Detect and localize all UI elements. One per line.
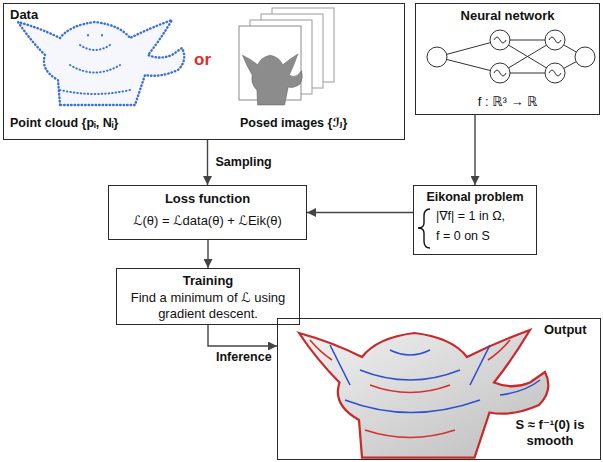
arrow-connector <box>307 212 413 213</box>
process-box: Loss functionℒ(θ) = ℒdata(θ) + ℒEik(θ) <box>108 185 307 240</box>
box-text: f : ℝ³ → ℝ <box>478 94 538 110</box>
process-box: Neural network f : ℝ³ → ℝ <box>415 3 600 115</box>
process-box: TrainingFind a minimum of ℒ using gradie… <box>116 268 300 325</box>
box-title: Output <box>544 322 587 338</box>
point-cloud <box>18 20 184 105</box>
box-title: Loss function <box>165 191 250 207</box>
box-text: ℒ(θ) = ℒdata(θ) + ℒEik(θ) <box>133 213 282 229</box>
network-icon <box>427 30 595 83</box>
box-text: |∇f| = 1 in Ω, <box>436 209 505 224</box>
box-title: Data <box>10 7 38 23</box>
box-title: Neural network <box>461 8 555 24</box>
box-text: or <box>194 50 211 70</box>
box-text: Point cloud {pᵢ, Nᵢ} <box>10 116 118 131</box>
arrow-connector <box>474 115 475 185</box>
box-text: Posed images {ℐⱼ} <box>240 116 347 131</box>
box-title: Training <box>183 273 234 289</box>
arrow-connector <box>207 240 208 268</box>
box-title: Eikonal problem <box>426 190 523 205</box>
brace <box>418 209 430 248</box>
box-text: f = 0 on S <box>436 229 490 244</box>
box-text: S ≈ f⁻¹(0) is smooth <box>504 417 596 448</box>
edge-label: Sampling <box>214 155 274 170</box>
process-box: Eikonal problem |∇f| = 1 in Ω, f = 0 on S <box>413 185 537 255</box>
box-text: Find a minimum of ℒ using gradient desce… <box>124 290 292 321</box>
arrow-connector <box>207 140 208 185</box>
edge-label: Inference <box>214 350 274 365</box>
process-box: DataPoint cloud {pᵢ, Nᵢ} orPosed images {… <box>3 3 405 140</box>
process-box: Output S ≈ f⁻¹(0) is smooth <box>277 318 601 460</box>
posed-images <box>239 8 334 105</box>
arrow-connector <box>208 325 277 346</box>
